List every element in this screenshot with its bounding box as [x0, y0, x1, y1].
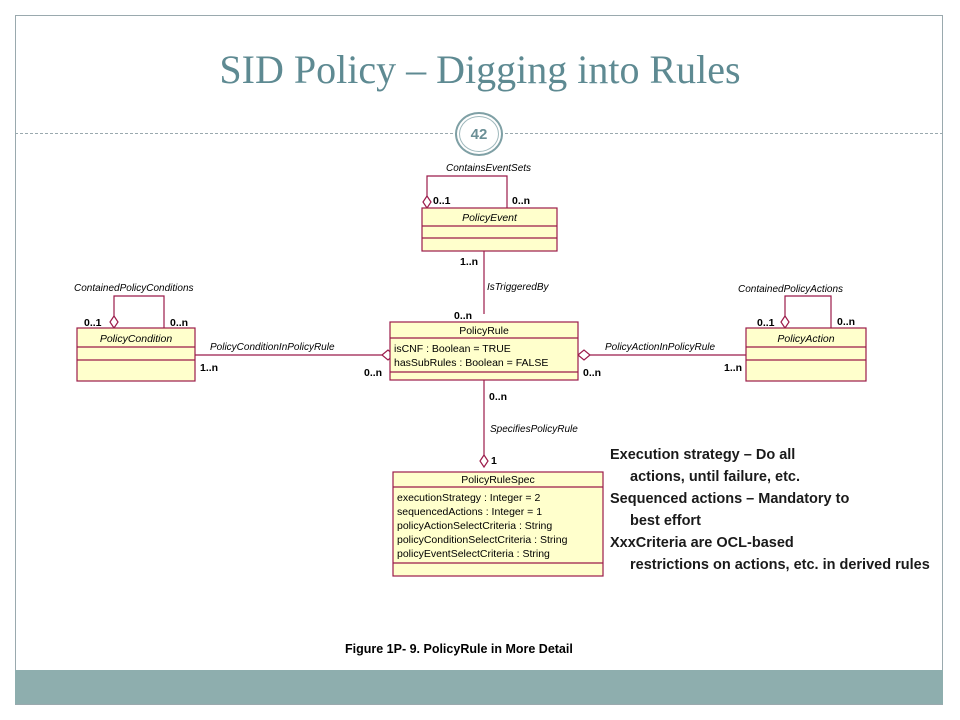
page-number-badge: 42 [455, 112, 503, 156]
slide-frame [15, 15, 943, 705]
association-label: ContainedPolicyActions [738, 284, 843, 295]
class-policy-event: PolicyEvent [421, 207, 558, 252]
class-policy-rule: PolicyRule isCNF : Boolean = TRUE hasSub… [389, 321, 579, 381]
class-policy-action: PolicyAction [745, 327, 867, 382]
contained-policy-actions-line [784, 295, 832, 328]
note-item: XxxCriteria are OCL-based restrictions o… [610, 532, 930, 576]
association-label: IsTriggeredBy [487, 282, 550, 293]
multiplicity-label: 0..n [364, 367, 382, 379]
class-name: PolicyRule [459, 325, 509, 337]
note-item: Sequenced actions – Mandatory to best ef… [610, 488, 930, 532]
class-attribute: hasSubRules : Boolean = FALSE [394, 357, 548, 369]
note-item: Execution strategy – Do all actions, unt… [610, 444, 930, 488]
contains-event-sets-line [426, 175, 508, 208]
class-policy-condition: PolicyCondition [76, 327, 196, 382]
class-attribute: policyActionSelectCriteria : String [397, 520, 552, 532]
aggregation-diamond [109, 314, 119, 330]
note-line: XxxCriteria are OCL-based [610, 535, 794, 551]
slide-title: SID Policy – Digging into Rules [219, 47, 741, 92]
class-attribute: sequencedActions : Integer = 1 [397, 506, 542, 518]
note-line: Execution strategy – Do all [610, 447, 796, 463]
class-name: PolicyEvent [462, 212, 518, 224]
multiplicity-label: 0..1 [433, 195, 451, 207]
association-label: PolicyActionInPolicyRule [605, 342, 715, 353]
association-label: SpecifiesPolicyRule [490, 424, 578, 435]
association-label: ContainedPolicyConditions [74, 283, 194, 294]
multiplicity-label: 1..n [724, 362, 742, 374]
multiplicity-label: 1..n [200, 362, 218, 374]
note-line: Sequenced actions – Mandatory to [610, 491, 850, 507]
class-attribute: policyConditionSelectCriteria : String [397, 534, 568, 546]
multiplicity-label: 0..n [489, 391, 507, 403]
multiplicity-label: 0..1 [84, 317, 102, 329]
aggregation-diamond [577, 349, 591, 361]
class-attribute: policyEventSelectCriteria : String [397, 548, 550, 560]
aggregation-diamond [780, 314, 790, 330]
class-attribute: executionStrategy : Integer = 2 [397, 492, 540, 504]
class-attribute: isCNF : Boolean = TRUE [394, 343, 511, 355]
multiplicity-label: 0..n [454, 310, 472, 322]
multiplicity-label: 0..1 [757, 317, 775, 329]
note-line: best effort [630, 513, 701, 529]
association-label: ContainsEventSets [446, 163, 531, 174]
note-line: restrictions on actions, etc. in derived… [630, 557, 930, 573]
multiplicity-label: 1..n [460, 256, 478, 268]
association-label: PolicyConditionInPolicyRule [210, 342, 335, 353]
figure-caption: Figure 1P- 9. PolicyRule in More Detail [345, 642, 573, 656]
multiplicity-label: 0..n [583, 367, 601, 379]
aggregation-diamond [422, 194, 432, 210]
notes-block: Execution strategy – Do all actions, unt… [610, 444, 930, 576]
contained-policy-conditions-line [113, 295, 165, 328]
footer-bar [15, 670, 943, 704]
class-policy-rule-spec: PolicyRuleSpec executionStrategy : Integ… [392, 471, 604, 577]
multiplicity-label: 0..n [837, 316, 855, 328]
class-name: PolicyAction [777, 333, 834, 345]
aggregation-diamond [479, 453, 489, 469]
multiplicity-label: 1 [491, 455, 497, 467]
note-line: actions, until failure, etc. [630, 469, 801, 485]
multiplicity-label: 0..n [170, 317, 188, 329]
multiplicity-label: 0..n [512, 195, 530, 207]
class-name: PolicyCondition [100, 333, 173, 345]
class-name: PolicyRuleSpec [461, 474, 535, 486]
